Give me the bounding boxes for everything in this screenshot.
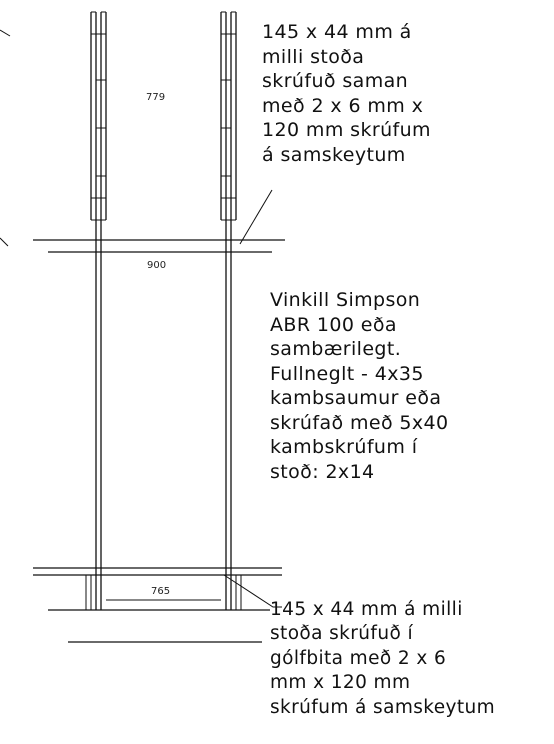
leader-line-bottom [223,574,282,608]
note-line: 120 mm skrúfum [262,119,431,141]
note-line: skrúfað með 5x40 [270,411,449,434]
note-line: 145 x 44 mm á [262,21,412,43]
note-line: skrúfuð saman [262,70,409,92]
note-line: stoða skrúfuð í [270,623,414,645]
note-line: Fullneglt - 4x35 [270,362,424,385]
note-line: með 2 x 6 mm x [262,94,424,117]
dimension-bottom: 765 [151,586,170,597]
left-post [90,11,107,610]
right-post [220,11,237,610]
note-line: sambærilegt. [270,338,402,360]
note-line: kambsaumur eða [270,387,442,409]
note-line: milli stoða [262,45,365,68]
edge-mark-middle [0,237,9,247]
note-line: gólfbita með 2 x 6 [270,647,447,669]
note-line: skrúfum á samskeytum [270,696,496,718]
bottom-blocking [85,575,242,610]
note-line: mm x 120 mm [270,672,411,694]
edge-mark-top [0,29,11,37]
dimension-middle: 900 [147,260,166,271]
note-line: ABR 100 eða [270,313,397,336]
note-line: á samskeytum [262,143,406,166]
note-line: kambskrúfum í [270,436,418,458]
note-line: Vinkill Simpson [270,289,421,311]
middle-beam [33,239,285,253]
leader-line-top [239,189,273,245]
note-line: stoð: 2x14 [270,460,375,483]
note-line: 145 x 44 mm á milli [270,599,463,620]
bottom-beam [33,567,282,576]
dimension-top: 779 [146,92,165,103]
